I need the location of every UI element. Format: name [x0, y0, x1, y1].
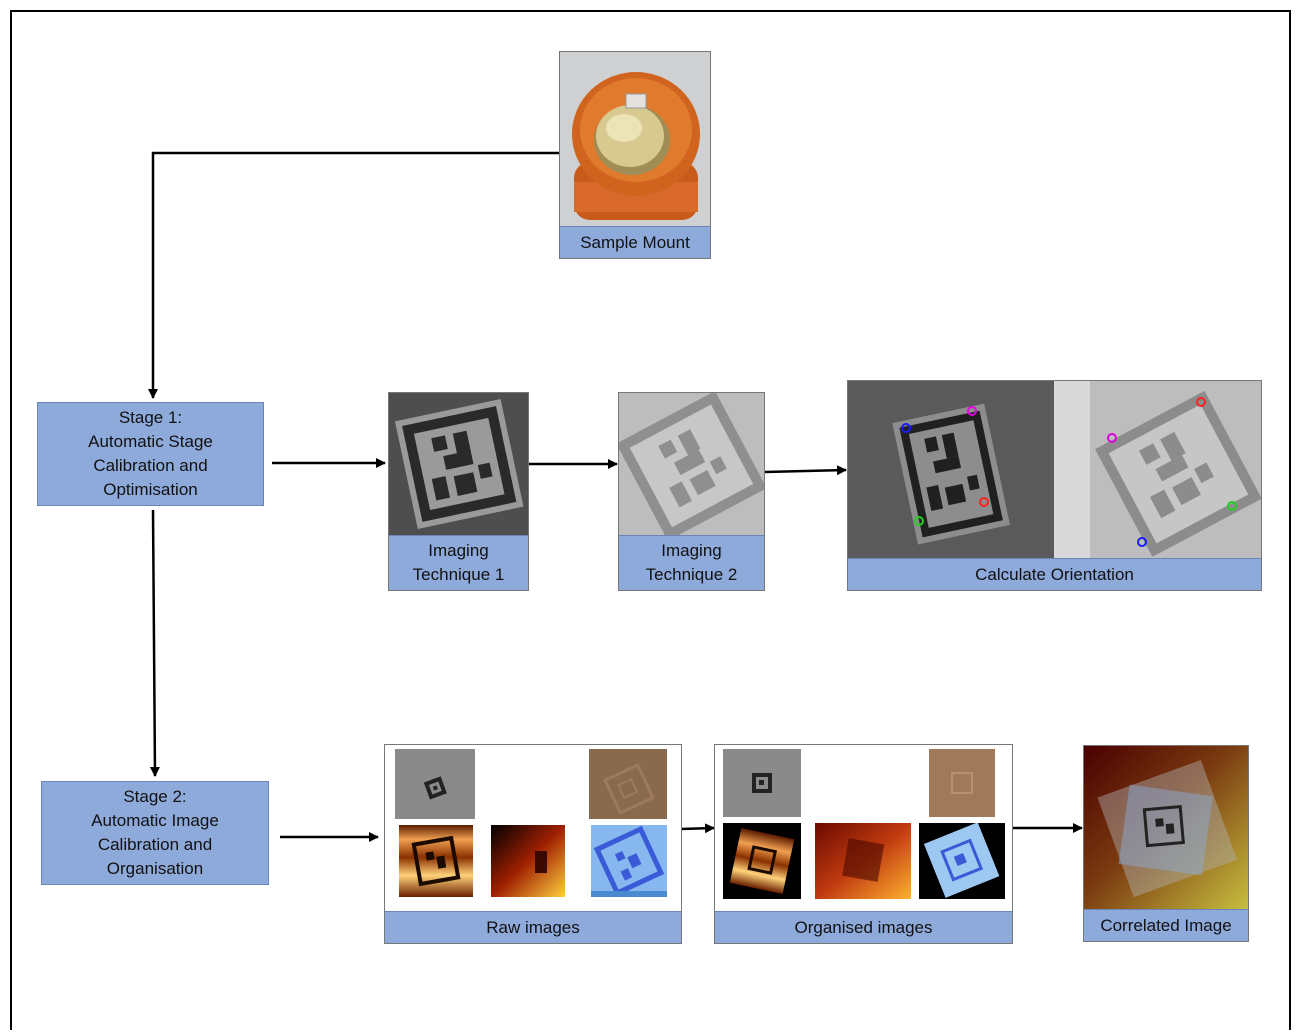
raw-image-blue [591, 825, 667, 897]
raw-image-brown [589, 749, 667, 819]
orientation-image-right [1090, 381, 1261, 559]
sample-mount-caption-text: Sample Mount [580, 232, 690, 252]
arrow-mount-to-stage1 [148, 151, 560, 399]
organised-image-brown [929, 749, 995, 817]
raw-images-panel: Raw images [384, 744, 682, 944]
imaging1-caption-text: Imaging Technique 1 [412, 541, 505, 584]
raw-image-afm [399, 825, 473, 897]
sample-mount-panel: Sample Mount [559, 51, 711, 259]
stage2-box: Stage 2: Automatic Image Calibration and… [41, 781, 269, 885]
organised-images-panel: Organised images [714, 744, 1013, 944]
orientation-image-left [848, 381, 1054, 559]
imaging2-caption-text: Imaging Technique 2 [645, 541, 738, 584]
correlated-caption-text: Correlated Image [1100, 915, 1232, 935]
organised-image-heat [815, 823, 911, 899]
orientation-caption: Calculate Orientation [848, 558, 1261, 590]
organised-image-blue [919, 823, 1005, 899]
stage1-label: Stage 1: Automatic Stage Calibration and… [88, 408, 213, 499]
correlated-image [1084, 746, 1248, 911]
imaging1-image [389, 393, 528, 536]
organised-images-caption: Organised images [715, 911, 1012, 943]
arrow-stage1-to-stage2 [149, 509, 160, 777]
arrow-imaging2-to-orientation [764, 465, 847, 476]
orientation-caption-text: Calculate Orientation [975, 564, 1134, 584]
orientation-panel: Calculate Orientation [847, 380, 1262, 591]
orientation-divider [1054, 381, 1090, 559]
organised-image-afm [723, 823, 801, 899]
correlated-panel: Correlated Image [1083, 745, 1249, 942]
imaging2-image [619, 393, 764, 536]
imaging1-caption: Imaging Technique 1 [389, 535, 528, 590]
correlated-caption: Correlated Image [1084, 909, 1248, 941]
raw-image-grey [395, 749, 475, 819]
sample-mount-caption: Sample Mount [560, 226, 710, 258]
sample-mount-image [560, 52, 710, 228]
raw-image-heat [491, 825, 565, 897]
stage2-label: Stage 2: Automatic Image Calibration and… [91, 787, 219, 878]
raw-images-caption: Raw images [385, 911, 681, 943]
organised-image-grey [723, 749, 801, 817]
organised-images-caption-text: Organised images [794, 917, 933, 937]
raw-images-caption-text: Raw images [486, 917, 580, 937]
stage1-box: Stage 1: Automatic Stage Calibration and… [37, 402, 264, 506]
imaging2-panel: Imaging Technique 2 [618, 392, 765, 591]
imaging1-panel: Imaging Technique 1 [388, 392, 529, 591]
diagram-frame [10, 10, 1291, 1030]
arrow-raw-to-organised [680, 823, 715, 834]
imaging2-caption: Imaging Technique 2 [619, 535, 764, 590]
